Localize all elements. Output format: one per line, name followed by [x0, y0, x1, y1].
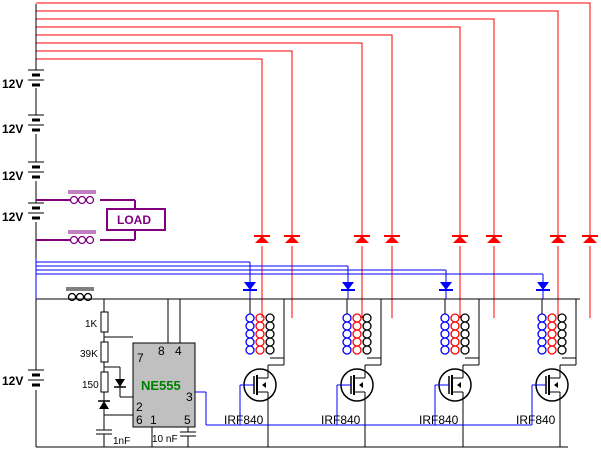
- supply-diode-icon: [284, 235, 300, 243]
- signal-wires: [35, 258, 544, 300]
- resistor-39k: [100, 341, 109, 363]
- pin-2-label: 2: [136, 400, 143, 414]
- signal-diode-icon: [439, 282, 453, 299]
- output-stage: IRF840: [224, 299, 285, 447]
- pin-7-label: 7: [137, 351, 144, 365]
- pin-1-label: 1: [150, 413, 157, 427]
- capacitor-10nf-label: 10 nF: [152, 434, 178, 445]
- supply-wire: [36, 18, 495, 236]
- capacitor-1nf-label: 1nF: [113, 436, 130, 447]
- supply-wire: [36, 2, 591, 236]
- output-stage: IRF840: [321, 299, 382, 447]
- pin-4-label: 4: [175, 344, 182, 358]
- mosfet-stages: IRF840 IRF840 IRF840 IRF840: [195, 299, 577, 447]
- signal-diode-icon: [243, 282, 257, 299]
- supply-wire: [36, 34, 393, 236]
- mosfet-label: IRF840: [321, 413, 361, 427]
- load-label: LOAD: [117, 213, 151, 227]
- positive-supply-wires: [36, 2, 591, 318]
- resistor-1k-label: 1K: [85, 319, 98, 330]
- resistor-1k: [100, 311, 109, 333]
- battery-icon: [28, 202, 44, 220]
- load-choke-coils: [68, 190, 96, 245]
- battery-label-4: 12V: [2, 210, 23, 224]
- supply-diode-icon: [254, 235, 270, 243]
- input-choke: [66, 287, 94, 302]
- signal-diode-icon: [341, 282, 355, 299]
- supply-wire: [36, 50, 293, 236]
- supply-wire: [36, 26, 461, 236]
- supply-diode-icon: [354, 235, 370, 243]
- battery-icon: [28, 161, 44, 179]
- load-choke-icon: [68, 230, 96, 245]
- ne555-label: NE555: [141, 378, 181, 393]
- zener-diode-icon: [99, 401, 109, 409]
- battery-cells: [28, 69, 44, 387]
- supply-diode-icon: [582, 235, 598, 243]
- supply-wire: [36, 42, 363, 236]
- pin-6-label: 6: [136, 413, 143, 427]
- ne555-chip: [132, 342, 196, 428]
- supply-diode-icon: [384, 235, 400, 243]
- battery-label-1: 12V: [2, 77, 23, 91]
- timing-diode-icon: [115, 379, 125, 387]
- battery-icon: [28, 69, 44, 87]
- input-choke-icon: [66, 287, 94, 302]
- resistor-39k-label: 39K: [80, 349, 98, 360]
- signal-diode-icon: [536, 282, 550, 299]
- battery-icon: [28, 114, 44, 132]
- output-stage: IRF840: [516, 299, 577, 447]
- battery-label-5: 12V: [2, 374, 23, 388]
- supply-wire: [36, 10, 559, 236]
- battery-label-2: 12V: [2, 122, 23, 136]
- load-assembly: [36, 199, 166, 241]
- supply-diode-icon: [550, 235, 566, 243]
- pin-8-label: 8: [158, 344, 165, 358]
- resistor-150-label: 150: [82, 380, 99, 391]
- resistor-150: [100, 371, 109, 393]
- ground-bus: [35, 298, 580, 448]
- supply-diode-icon: [452, 235, 468, 243]
- supply-diode-icon: [486, 235, 502, 243]
- battery-label-3: 12V: [2, 169, 23, 183]
- mosfet-label: IRF840: [419, 413, 459, 427]
- load-box: [106, 208, 166, 231]
- load-choke-icon: [68, 190, 96, 205]
- timer-circuit: [96, 299, 196, 447]
- pin-3-label: 3: [186, 390, 193, 404]
- mosfet-label: IRF840: [224, 413, 264, 427]
- battery-icon: [28, 369, 44, 387]
- output-stage: IRF840: [419, 299, 480, 447]
- pin-5-label: 5: [184, 413, 191, 427]
- supply-wire: [36, 58, 263, 236]
- mosfet-label: IRF840: [516, 413, 556, 427]
